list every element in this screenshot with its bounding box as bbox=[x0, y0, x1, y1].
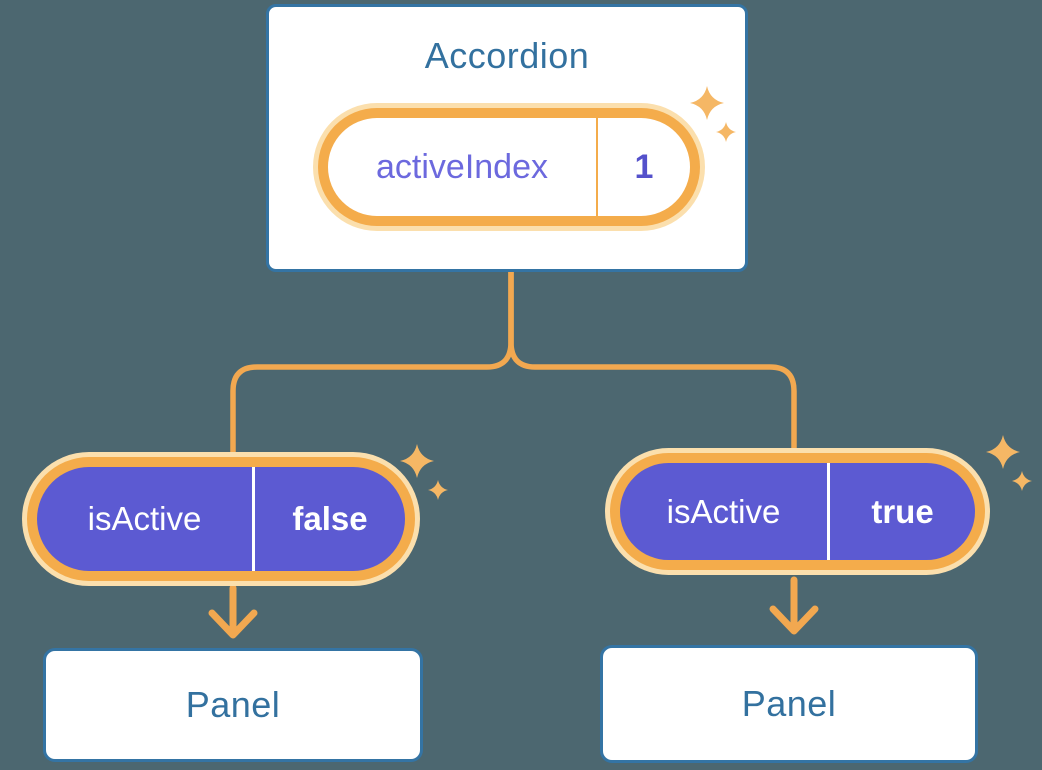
arrow-down-icon bbox=[208, 584, 258, 639]
sparkle-icon bbox=[1012, 471, 1032, 491]
panel-box-right: Panel bbox=[600, 645, 978, 763]
panel-box-left: Panel bbox=[43, 648, 423, 762]
panel-label: Panel bbox=[185, 684, 281, 725]
prop-value: true bbox=[871, 492, 934, 530]
panel-label: Panel bbox=[741, 683, 837, 724]
state-value: 1 bbox=[634, 147, 654, 186]
accordion-title: Accordion bbox=[424, 35, 590, 76]
prop-label: isActive bbox=[87, 500, 202, 537]
state-pill-ring: activeIndex 1 bbox=[318, 108, 700, 226]
state-pill: activeIndex 1 bbox=[313, 103, 705, 231]
tree-branch-lines bbox=[230, 267, 797, 456]
prop-pill-right: isActive true bbox=[605, 448, 990, 575]
prop-label: isActive bbox=[666, 492, 781, 530]
sparkle-icon bbox=[986, 435, 1020, 469]
prop-pill-left-ring: isActive false bbox=[27, 457, 415, 581]
arrow-down-icon bbox=[769, 576, 819, 635]
pill-divider bbox=[252, 467, 255, 571]
pill-divider bbox=[596, 118, 598, 216]
pill-divider bbox=[827, 463, 830, 560]
prop-pill-right-ring: isActive true bbox=[610, 453, 985, 570]
prop-value: false bbox=[292, 500, 368, 537]
sparkle-icon bbox=[400, 444, 434, 478]
sparkle-icon bbox=[428, 480, 448, 500]
state-label: activeIndex bbox=[376, 147, 548, 186]
prop-pill-left: isActive false bbox=[22, 452, 420, 586]
